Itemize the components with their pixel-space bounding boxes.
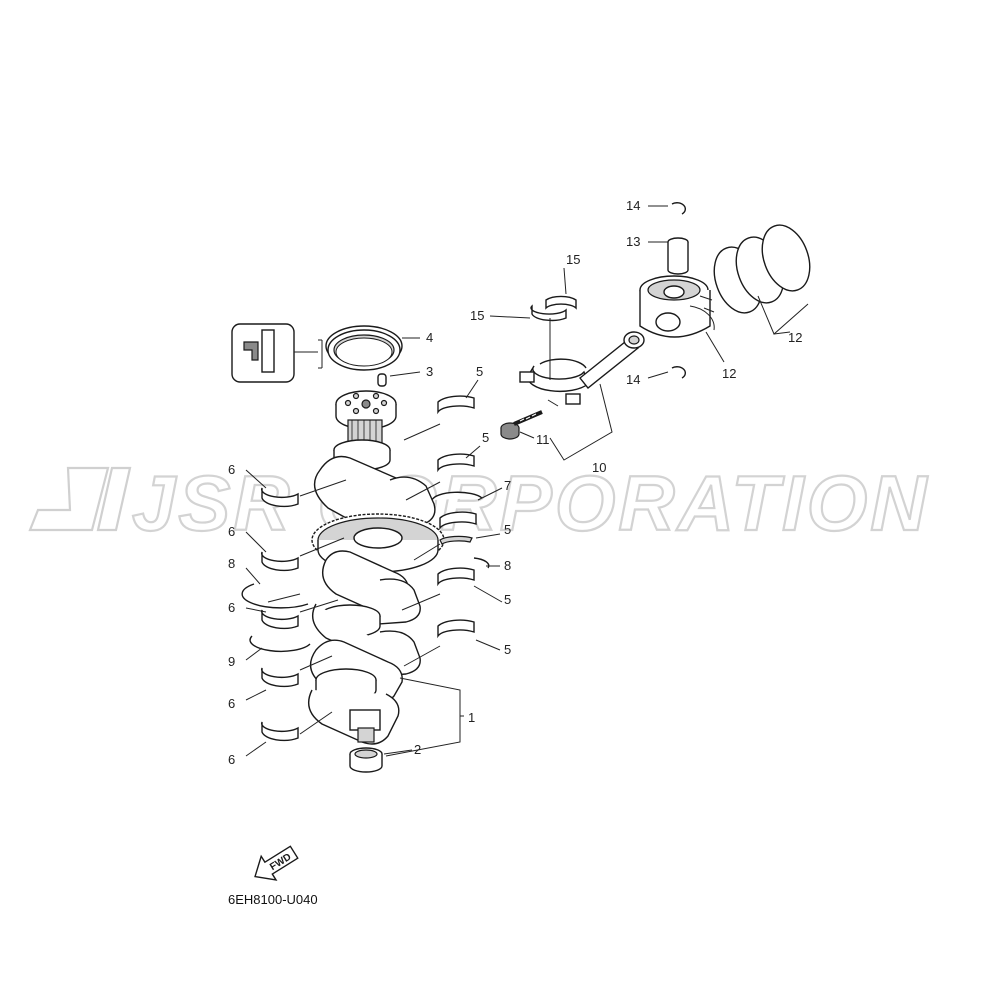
part-circlip-bottom bbox=[671, 366, 687, 379]
sealant-icon bbox=[243, 341, 259, 361]
callout-6: 6 bbox=[228, 752, 235, 767]
leader-lines bbox=[245, 205, 809, 757]
part-piston-rings bbox=[713, 224, 811, 314]
callout-14: 14 bbox=[626, 198, 640, 213]
part-circlip-top bbox=[671, 202, 687, 215]
forward-direction-arrow: FWD bbox=[254, 845, 299, 881]
part-piston bbox=[639, 275, 715, 338]
callout-7: 8 bbox=[504, 558, 511, 573]
part-main-bearings-lower bbox=[261, 487, 299, 742]
part-main-bearings-upper bbox=[437, 395, 477, 639]
callouts: 4 3 5 5 7 5 8 5 5 6 6 8 6 9 6 6 1 2 15 1… bbox=[228, 198, 802, 767]
callout-1: 1 bbox=[468, 710, 475, 725]
part-rod-bearings bbox=[530, 295, 577, 322]
part-dowel-pin bbox=[377, 373, 387, 387]
part-bushing bbox=[349, 747, 383, 773]
callout-11: 12 bbox=[722, 366, 736, 381]
callout-7: 7 bbox=[504, 478, 511, 493]
sealant-reference-box bbox=[231, 323, 323, 383]
part-rod-bolt bbox=[500, 410, 543, 440]
part-connecting-rod bbox=[519, 331, 645, 407]
watermark: JSR CORPORATION bbox=[28, 458, 930, 548]
callout-10: 11 bbox=[536, 432, 550, 447]
watermark-logo-mark bbox=[28, 466, 132, 532]
part-oil-seal bbox=[325, 325, 403, 371]
callout-6: 6 bbox=[228, 600, 235, 615]
callout-8: 8 bbox=[228, 556, 235, 571]
callout-5: 5 bbox=[504, 592, 511, 607]
callout-5: 5 bbox=[482, 430, 489, 445]
part-thrust-washers-lower bbox=[241, 583, 311, 653]
part-piston-pin bbox=[667, 237, 689, 275]
callout-4: 4 bbox=[426, 330, 433, 345]
callout-15: 15 bbox=[470, 308, 484, 323]
part-crankshaft bbox=[308, 390, 445, 745]
callout-6: 6 bbox=[228, 696, 235, 711]
callout-15: 15 bbox=[566, 252, 580, 267]
callout-9: 10 bbox=[592, 460, 606, 475]
part-thrust-washers bbox=[431, 491, 490, 569]
callout-5: 5 bbox=[476, 364, 483, 379]
callout-14: 14 bbox=[626, 372, 640, 387]
callout-8: 9 bbox=[228, 654, 235, 669]
callout-6: 6 bbox=[228, 524, 235, 539]
callout-12: 12 bbox=[788, 330, 802, 345]
diagram-code: 6EH8100-U040 bbox=[228, 892, 318, 907]
callout-5: 5 bbox=[504, 522, 511, 537]
callout-5: 5 bbox=[504, 642, 511, 657]
callout-13: 13 bbox=[626, 234, 640, 249]
callout-2: 2 bbox=[414, 742, 421, 757]
watermark-text: JSR CORPORATION bbox=[132, 459, 930, 547]
callout-3: 3 bbox=[426, 364, 433, 379]
callout-6: 6 bbox=[228, 462, 235, 477]
